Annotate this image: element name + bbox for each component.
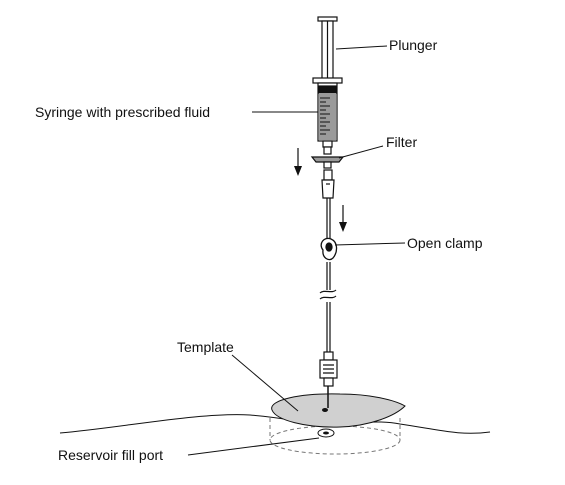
label-plunger: Plunger <box>389 37 438 53</box>
filter <box>310 146 345 169</box>
skin-line <box>59 414 491 434</box>
template-disc <box>271 393 406 428</box>
syringe <box>312 16 343 148</box>
flow-arrow-right <box>339 205 347 232</box>
finger-flange <box>312 77 343 84</box>
tubing-break <box>319 289 337 300</box>
label-filter: Filter <box>386 134 417 150</box>
label-open-clamp: Open clamp <box>407 235 483 251</box>
label-template: Template <box>177 339 234 355</box>
tubing <box>326 198 331 352</box>
flow-arrow-left <box>294 148 302 176</box>
syringe-fluid <box>319 93 336 140</box>
open-clamp <box>320 237 338 261</box>
needle-hub <box>319 351 338 408</box>
leader-lines <box>187 45 406 456</box>
label-reservoir-fill-port: Reservoir fill port <box>58 447 163 463</box>
connector <box>321 169 335 199</box>
label-syringe: Syringe with prescribed fluid <box>35 104 210 120</box>
template-center-hole <box>322 408 328 412</box>
reservoir-fill-port <box>317 428 335 438</box>
plunger-stopper <box>318 85 337 94</box>
